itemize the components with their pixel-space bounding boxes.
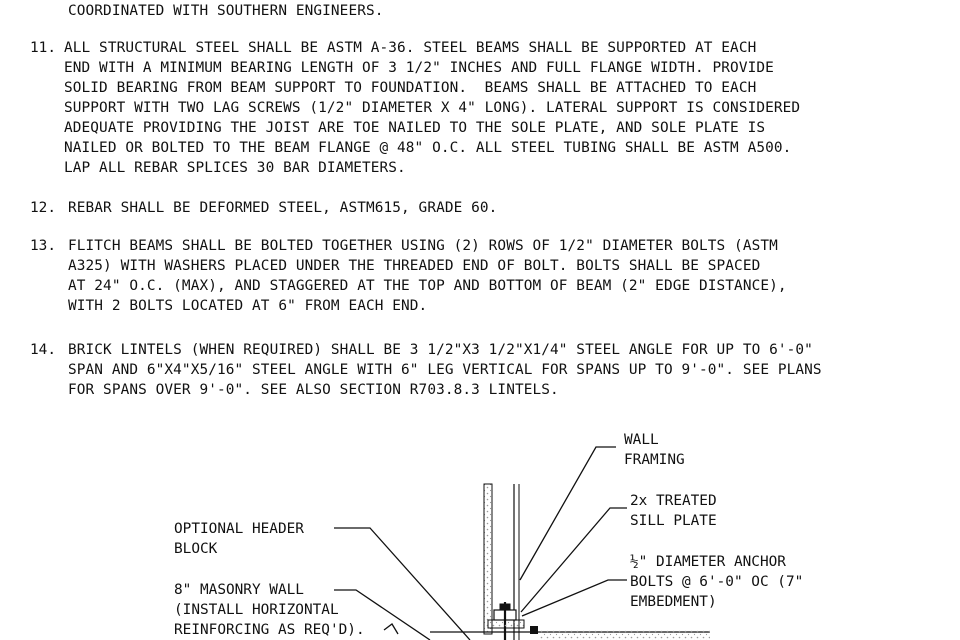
note-14-number: 14. (30, 342, 56, 358)
note-14-line: BRICK LINTELS (WHEN REQUIRED) SHALL BE 3… (68, 342, 813, 358)
callout-wall-framing-line-2: FRAMING (624, 452, 685, 468)
note-11-line: NAILED OR BOLTED TO THE BEAM FLANGE @ 48… (64, 140, 792, 156)
callout-wall-framing-line-1: WALL (624, 432, 659, 448)
callout-header-block-line-2: BLOCK (174, 541, 218, 557)
note-11-line: ADEQUATE PROVIDING THE JOIST ARE TOE NAI… (64, 120, 766, 136)
note-11-line: SOLID BEARING FROM BEAM SUPPORT TO FOUND… (64, 80, 757, 96)
note-intro-line-1: COORDINATED WITH SOUTHERN ENGINEERS. (68, 3, 384, 19)
callout-masonry-wall-line-1: 8" MASONRY WALL (174, 582, 304, 598)
note-11-line: SUPPORT WITH TWO LAG SCREWS (1/2" DIAMET… (64, 100, 801, 116)
callout-header-block-line-1: OPTIONAL HEADER (174, 521, 304, 537)
leader-lines (334, 446, 627, 640)
note-11-line: ALL STRUCTURAL STEEL SHALL BE ASTM A-36.… (64, 40, 757, 56)
note-13-line: AT 24" O.C. (MAX), AND STAGGERED AT THE … (68, 278, 787, 294)
note-13-line: WITH 2 BOLTS LOCATED AT 6" FROM EACH END… (68, 298, 428, 314)
callout-sill-plate-line-2: SILL PLATE (630, 513, 717, 529)
note-11-line: LAP ALL REBAR SPLICES 30 BAR DIAMETERS. (64, 160, 406, 176)
note-11-line: END WITH A MINIMUM BEARING LENGTH OF 3 1… (64, 60, 774, 76)
note-11-number: 11. (30, 40, 56, 56)
callout-anchor-bolts-line-2: BOLTS @ 6'-0" OC (7" (630, 574, 804, 590)
callout-sill-plate-line-1: 2x TREATED (630, 493, 717, 509)
note-13-line: A325) WITH WASHERS PLACED UNDER THE THRE… (68, 258, 761, 274)
callout-anchor-bolts-line-1: ½" DIAMETER ANCHOR (630, 554, 786, 570)
note-12-line: REBAR SHALL BE DEFORMED STEEL, ASTM615, … (68, 200, 498, 216)
note-13-line: FLITCH BEAMS SHALL BE BOLTED TOGETHER US… (68, 238, 778, 254)
callout-anchor-bolts-line-3: EMBEDMENT) (630, 594, 717, 610)
callout-masonry-wall-line-3: REINFORCING AS REQ'D). (174, 622, 365, 638)
note-12-number: 12. (30, 200, 56, 216)
note-13-number: 13. (30, 238, 56, 254)
note-14-line: SPAN AND 6"x4"x5/16" STEEL ANGLE WITH 6"… (68, 362, 822, 378)
note-14-line: FOR SPANS OVER 9'-0". SEE ALSO SECTION R… (68, 382, 559, 398)
callout-masonry-wall-line-2: (INSTALL HORIZONTAL (174, 602, 339, 618)
sill-plate-anchor-bolt (430, 602, 710, 640)
